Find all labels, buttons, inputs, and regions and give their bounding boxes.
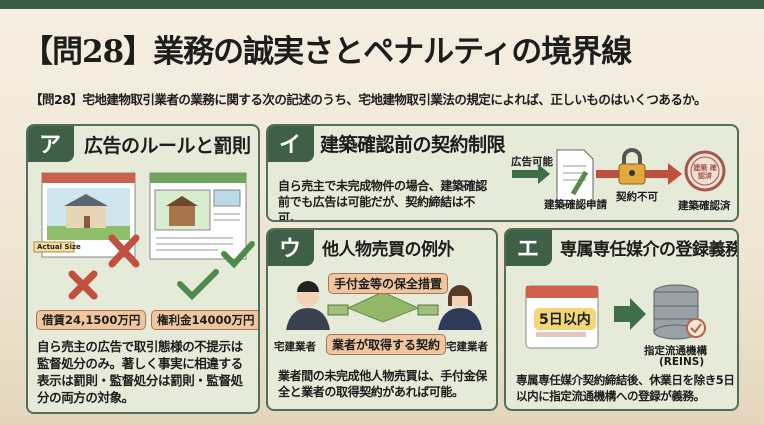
card-e: エ 専属専任媒介の登録義務 5日以内 指定流通機構 (REINS) 専属専任媒介… — [504, 228, 739, 411]
card-body: 専属専任媒介契約締結後、休業日を除き5日以内に指定流通機構への登録が義務。 — [516, 373, 735, 403]
approved-label: 建築確認済 — [678, 200, 731, 212]
card-badge: ウ — [268, 230, 314, 266]
card-body: 自ら売主の広告で取引態様の不提示は監督処分のみ。著しく事実に相違する表示は罰則・… — [37, 339, 243, 405]
person-left-icon — [286, 281, 330, 330]
card-body: 業者間の未完成他人物売買は、手付金保全と業者の取得契約があれば可能。 — [278, 369, 487, 399]
no-contract-label: 契約不可 — [616, 191, 658, 203]
application-label: 建築確認申請 — [544, 199, 607, 211]
x-mark-icon — [68, 270, 98, 300]
card-body: 自ら売主で未完成物件の場合、建築確認前でも広告は可能だが、契約締結は不可。 — [278, 179, 487, 222]
approval-stamp-icon — [684, 150, 726, 192]
price-tag-key-money: 権利金14000万円 — [151, 310, 258, 330]
stamp-text: 建築 確認済 — [693, 164, 717, 180]
card-i: イ 建築確認前の契約制限 自ら売主で未完成物件の場合、建築確認前でも広告は可能だ… — [266, 124, 739, 222]
card-a: ア 広告のルールと罰則 Actual Size 借賃24,1500万円 権利金1… — [26, 124, 260, 414]
card-badge: ア — [28, 126, 74, 162]
top-bar — [0, 0, 764, 9]
left-person-label: 宅建業者 — [274, 341, 316, 353]
cash-icon — [417, 304, 439, 316]
document-pen-icon — [556, 149, 594, 205]
page-title: 【問28】業務の誠実さとペナルティの境界線 — [22, 34, 632, 70]
card-title: 広告のルールと罰則 — [84, 135, 251, 157]
bubble-acquisition-contract: 業者が取得する契約 — [326, 334, 447, 355]
right-person-label: 宅建業者 — [446, 341, 488, 353]
question-text: 【問28】宅地建物取引業者の業務に関する次の記述のうち、宅地建物取引業法の規定に… — [30, 92, 707, 107]
check-badge-icon — [686, 318, 706, 338]
db-name-label: 指定流通機構 — [644, 345, 707, 357]
card-u: ウ 他人物売買の例外 手付金等の保全措置 業者が取得する契約 宅建業者 宅建業者… — [266, 228, 498, 411]
card-badge: エ — [506, 230, 552, 266]
calendar-deadline: 5日以内 — [534, 308, 596, 330]
ad-label: Actual Size — [37, 243, 81, 251]
process-flow — [512, 148, 726, 205]
registration-illustration — [525, 284, 706, 349]
ad-ok-label: 広告可能 — [511, 156, 553, 168]
arrow-icon — [614, 298, 646, 330]
card-title: 他人物売買の例外 — [322, 240, 455, 260]
good-ad-image — [149, 172, 247, 260]
land-plot — [346, 291, 420, 323]
price-tag-rent: 借賃24,1500万円 — [36, 310, 147, 330]
ad-illustrations — [33, 172, 255, 301]
bubble-deposit-protection: 手付金等の保全措置 — [328, 273, 449, 294]
x-mark-icon — [108, 234, 140, 268]
db-sub-label: (REINS) — [659, 356, 705, 368]
card-badge: イ — [268, 126, 314, 162]
check-icon — [177, 269, 219, 301]
transaction-illustration — [286, 281, 482, 330]
card-title: 専属専任媒介の登録義務 — [560, 240, 739, 260]
card-title: 建築確認前の契約制限 — [320, 134, 506, 156]
cash-icon — [327, 304, 349, 316]
person-right-icon — [438, 285, 482, 330]
check-icon — [221, 241, 255, 269]
arrow-icon — [512, 164, 550, 184]
lock-icon — [618, 148, 646, 185]
